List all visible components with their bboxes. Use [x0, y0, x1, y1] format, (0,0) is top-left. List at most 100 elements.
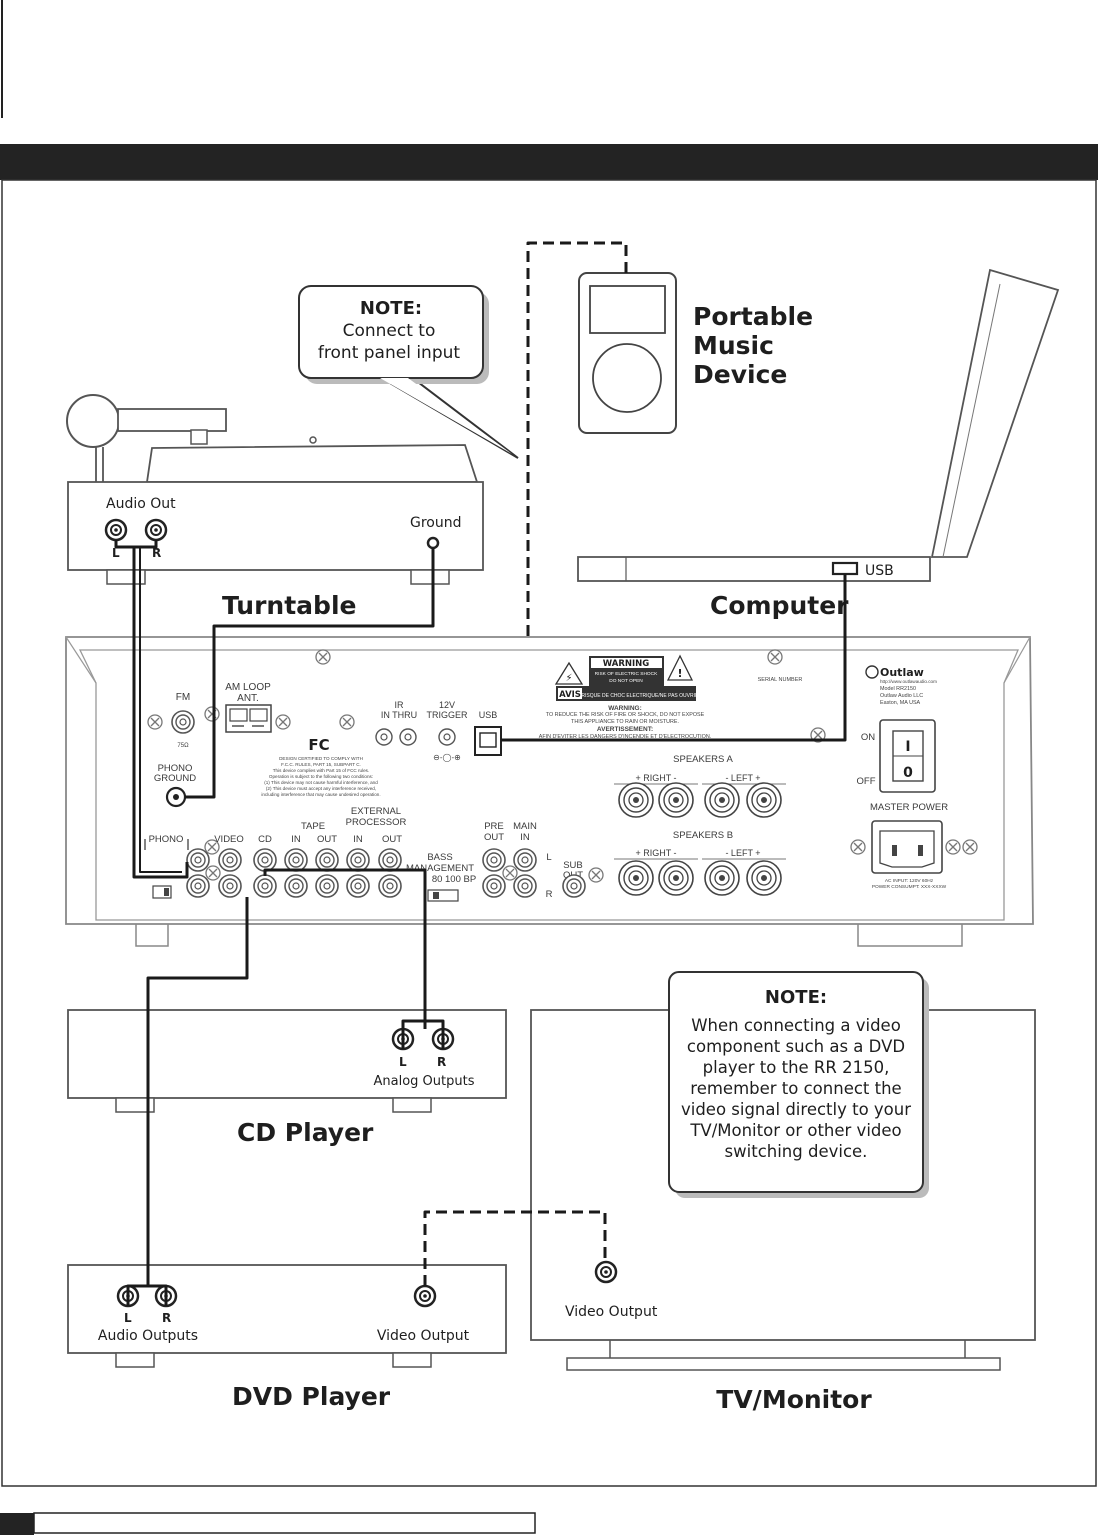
brand-name: Outlaw [880, 666, 924, 679]
brand-line: Model RR2150 [880, 686, 916, 692]
tv-video-jack [594, 1260, 618, 1284]
master-power-switch: I 0 [879, 719, 936, 793]
trigger-label-2: TRIGGER [426, 710, 468, 720]
warning-line1: TO REDUCE THE RISK OF FIRE OR SHOCK, DO … [546, 712, 705, 718]
warning-head: WARNING: [608, 705, 642, 712]
avis-label: AVIS [559, 690, 581, 700]
switch-on-mark: I [905, 739, 910, 755]
pre-main-left-label: L [546, 852, 551, 863]
am-antenna-terminal [225, 704, 272, 733]
ac-input-line1: AC INPUT: 120V 60Hz [885, 878, 934, 884]
speaker-b-left-pos [746, 860, 782, 896]
portable-label-line2: Music [693, 331, 774, 360]
phono-ground-label-1: PHONO [158, 763, 193, 774]
tv-monitor-title: TV/Monitor [716, 1385, 872, 1414]
note-video-line: switching device. [725, 1142, 868, 1161]
dvd-video-output-label: Video Output [377, 1328, 470, 1344]
pre-out-label-2: OUT [484, 832, 504, 843]
tape-out-label: OUT [317, 834, 337, 845]
note-video-line: video signal directly to your [681, 1100, 911, 1119]
computer-usb-label: USB [865, 563, 894, 579]
warning-sub1: RISK OF ELECTRIC SHOCK [595, 671, 658, 677]
diagram-frame [1, 179, 1097, 1487]
avert-line1: AFIN D'EVITER LES DANGERS D'INCENDIE ET … [539, 734, 712, 740]
speaker-a-left-neg [704, 782, 740, 818]
note-video-line: player to the RR 2150, [703, 1058, 890, 1077]
speakers-a-label: SPEAKERS A [673, 754, 733, 765]
note-video-line: remember to connect the [690, 1079, 901, 1098]
sub-out-label-1: SUB [563, 860, 583, 871]
note-front-panel: NOTE: Connect to front panel input [298, 285, 519, 459]
warning-line2: THIS APPLIANCE TO RAIN OR MOISTURE. [571, 719, 679, 725]
am-loop-label-1: AM LOOP [225, 682, 271, 693]
tape-label: TAPE [301, 821, 325, 832]
fcc-line: including interference that may cause un… [261, 792, 380, 797]
outlaw-brand-block: Outlaw http://www.outlawaudio.com Model … [865, 665, 937, 706]
speaker-a-left-pos [746, 782, 782, 818]
computer-laptop: USB [577, 268, 1060, 582]
turntable-right-jack [144, 518, 168, 542]
cable-dvd-audio [146, 897, 249, 1286]
note-video-line: When connecting a video [691, 1016, 901, 1035]
speakers-b-label: SPEAKERS B [673, 830, 733, 841]
cable-portable-dashed [526, 241, 628, 636]
turntable-ground-post [426, 536, 440, 550]
dvd-player-title: DVD Player [232, 1382, 391, 1411]
note-front-line2: front panel input [318, 343, 460, 363]
fm-ohm-label: 75Ω [177, 743, 189, 749]
ext-processor-label-2: PROCESSOR [346, 817, 407, 828]
tv-video-output-label: Video Output [565, 1304, 658, 1320]
fcc-line: This device complies with Part 15 of FCC… [273, 768, 370, 773]
cable-cd [263, 868, 427, 1029]
header-bar [0, 144, 1098, 180]
turntable-left-jack [104, 518, 128, 542]
note-front-line1: Connect to [343, 321, 436, 341]
dvd-player: L R Audio Outputs Video Output [67, 1264, 507, 1368]
turntable-title: Turntable [222, 591, 356, 620]
portable-music-label: Portable Music Device [693, 302, 813, 389]
speakers-a-right: + RIGHT - [635, 773, 676, 783]
speaker-b-right-pos [618, 860, 654, 896]
ext-in-label: IN [353, 834, 363, 845]
avert-head: AVERTISSEMENT: [597, 726, 653, 733]
cd-right-label: R [437, 1055, 446, 1069]
outlaw-logo-icon [865, 665, 879, 679]
cd-player: L R Analog Outputs [67, 1009, 507, 1113]
svg-text:⚡: ⚡ [565, 673, 572, 684]
brand-line: http://www.outlawaudio.com [880, 679, 937, 684]
serial-label: SERIAL NUMBER [758, 677, 803, 683]
turntable-audio-out-label: Audio Out [106, 496, 176, 512]
dvd-audio-outputs-label: Audio Outputs [98, 1328, 198, 1344]
video-input-label: VIDEO [214, 834, 244, 845]
ext-processor-label-1: EXTERNAL [351, 806, 401, 817]
brand-line: Easton, MA USA [880, 700, 921, 706]
avis-text: RISQUE DE CHOC ELECTRIQUE/NE PAS OUVRIR [581, 693, 699, 699]
fcc-line: (2) This device must accept any interfer… [266, 786, 376, 791]
dvd-video-jack [413, 1284, 437, 1308]
fcc-line: F.C.C. RULES, PART 15, SUBPART C. [281, 762, 361, 767]
ir-in-thru-label: IN THRU [381, 710, 417, 720]
footer-tab [0, 1513, 34, 1535]
phono-ground-label-2: GROUND [154, 773, 196, 784]
receiver-usb-label: USB [479, 710, 498, 720]
speakers-b-left: - LEFT + [725, 848, 760, 858]
trigger-label-1: 12V [439, 700, 455, 710]
speakers-b-right: + RIGHT - [635, 848, 676, 858]
bass-mgmt-label-1: BASS [427, 852, 452, 863]
switch-off-mark: 0 [903, 765, 913, 781]
ir-label: IR [395, 700, 405, 710]
ac-inlet [871, 820, 943, 874]
bass-mgmt-label-2: MANAGEMENT [406, 863, 474, 874]
pre-out-label-1: PRE [484, 821, 504, 832]
note-video-line: TV/Monitor or other video [689, 1121, 901, 1140]
dvd-right-label: R [162, 1311, 171, 1325]
svg-text:!: ! [677, 667, 682, 680]
main-in-label-1: MAIN [513, 821, 537, 832]
speaker-b-right-neg [658, 860, 694, 896]
dvd-left-label: L [124, 1311, 132, 1325]
tape-in-label: IN [291, 834, 301, 845]
master-power-label: MASTER POWER [870, 802, 948, 813]
cable-usb [501, 574, 847, 742]
turntable-ground-label: Ground [410, 515, 462, 531]
